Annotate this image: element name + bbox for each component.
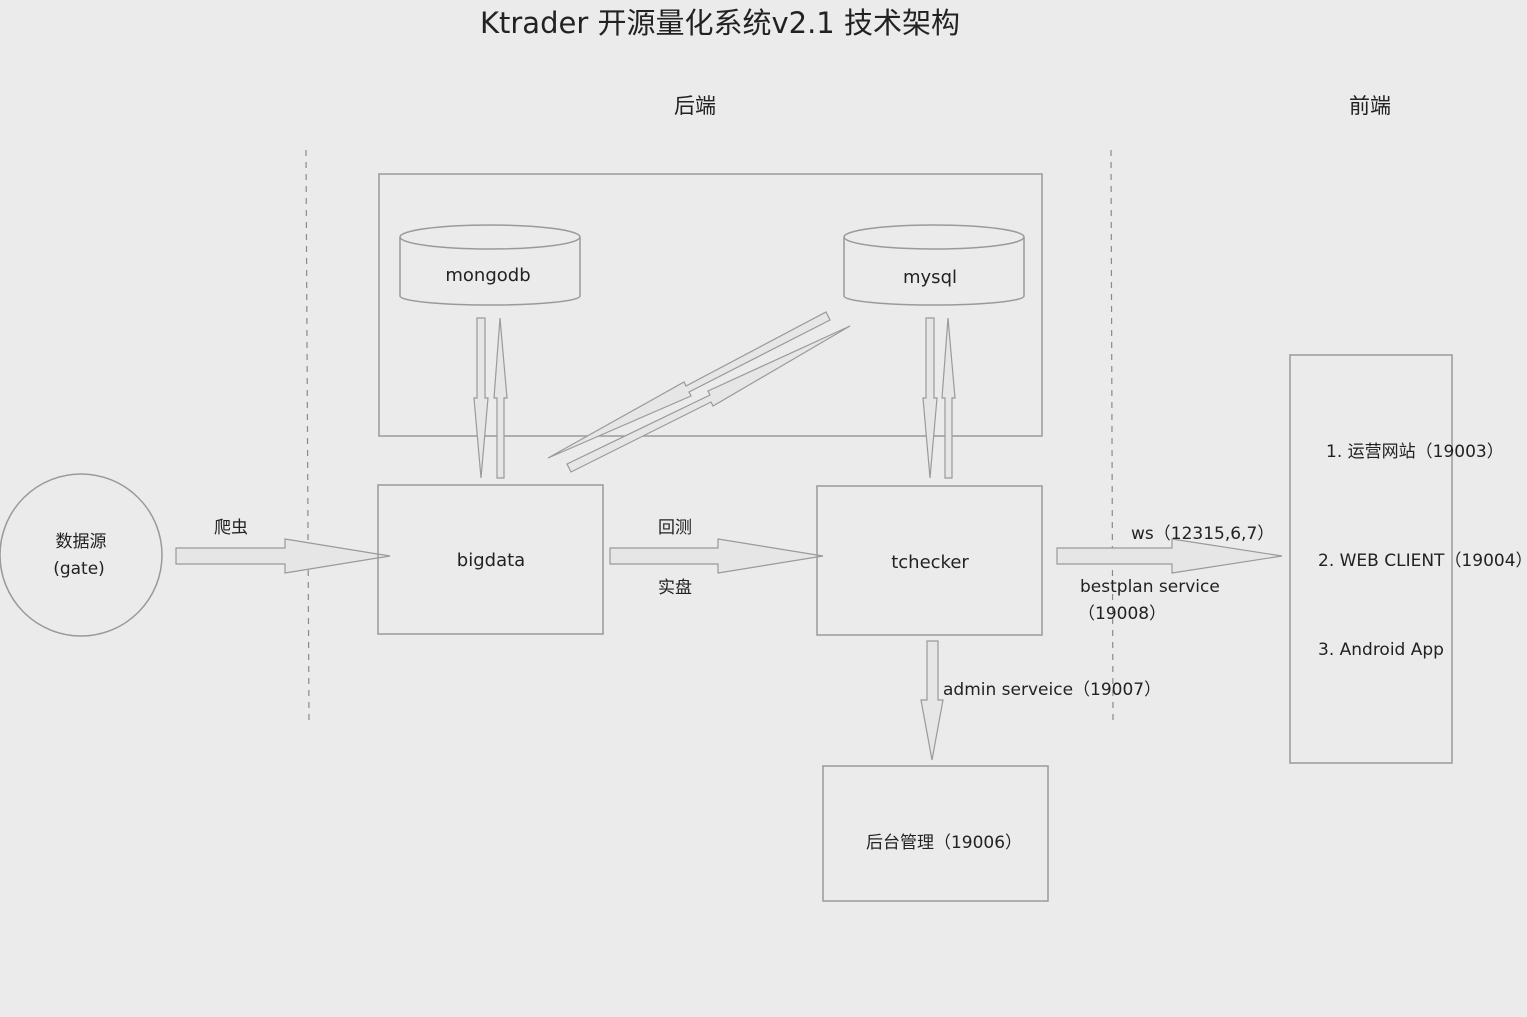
ws-label: ws（12315,6,7） <box>1131 524 1274 544</box>
live-label: 实盘 <box>658 578 692 598</box>
backend-left-boundary <box>305 149 310 723</box>
admin-panel-label: 后台管理（19006） <box>866 833 1022 853</box>
admin-service-label: admin serveice（19007） <box>943 680 1161 700</box>
mongodb-to-bigdata-arrow <box>473 317 489 479</box>
mysql-to-tchecker-arrow <box>922 317 938 479</box>
mysql-database: mysql <box>843 224 1025 306</box>
bigdata-label: bigdata <box>457 550 525 571</box>
backend-right-boundary <box>1110 149 1114 723</box>
admin-panel-node: 后台管理（19006） <box>822 765 1049 902</box>
frontend-item: 3. Android App <box>1318 640 1444 660</box>
frontend-item: 2. WEB CLIENT（19004） <box>1318 551 1527 571</box>
bigdata-to-tchecker-arrow <box>609 538 824 574</box>
bigdata-to-mysql-arrow <box>566 325 851 473</box>
mongodb-database: mongodb <box>399 224 581 306</box>
frontend-node: 1. 运营网站（19003） 2. WEB CLIENT（19004） 3. A… <box>1289 354 1527 764</box>
bestplan-port-label: （19008） <box>1078 604 1166 624</box>
tchecker-to-admin-arrow <box>920 640 944 761</box>
tchecker-label: tchecker <box>891 552 969 573</box>
backend-header: 后端 <box>674 94 716 118</box>
datasource-sublabel: (gate) <box>53 559 105 579</box>
frontend-item: 1. 运营网站（19003） <box>1326 442 1504 462</box>
datasource-node: 数据源 (gate) <box>0 473 163 637</box>
bigdata-to-mongodb-arrow <box>493 317 508 479</box>
tchecker-node: tchecker <box>816 485 1043 636</box>
tchecker-to-mysql-arrow <box>941 317 956 479</box>
frontend-header: 前端 <box>1349 94 1391 118</box>
datasource-label: 数据源 <box>56 532 107 552</box>
mysql-label: mysql <box>903 267 957 288</box>
mongodb-label: mongodb <box>445 265 530 286</box>
backtest-label: 回测 <box>658 518 692 538</box>
bigdata-node: bigdata <box>377 484 604 635</box>
crawler-arrow <box>175 538 391 574</box>
diagram-title: Ktrader 开源量化系统v2.1 技术架构 <box>480 6 960 40</box>
mysql-to-bigdata-arrow <box>547 311 831 459</box>
bestplan-label: bestplan service <box>1080 577 1220 597</box>
storage-container <box>378 173 1043 437</box>
tchecker-to-frontend-arrow <box>1056 538 1283 574</box>
crawler-label: 爬虫 <box>214 518 248 538</box>
